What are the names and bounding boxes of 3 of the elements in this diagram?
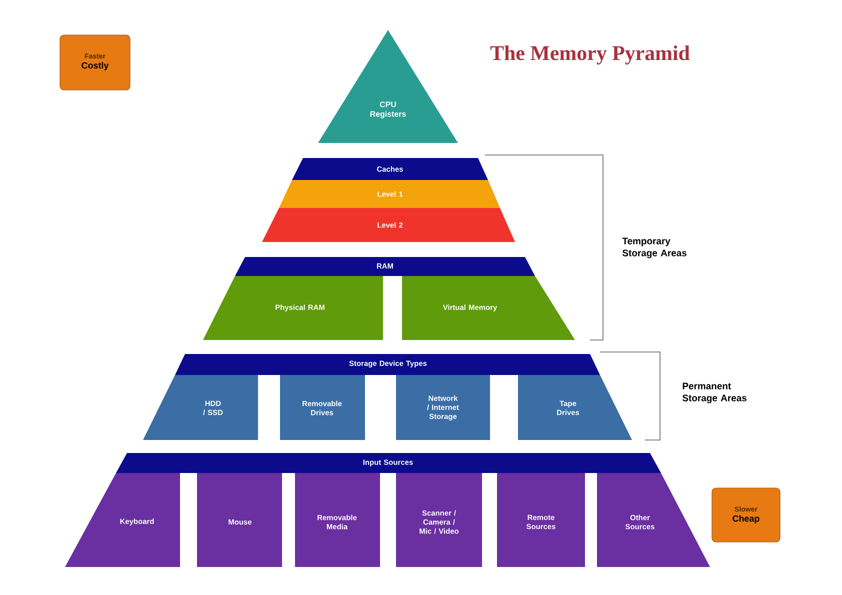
title: The Memory Pyramid bbox=[490, 45, 690, 65]
bracket-label: Temporary Storage Areas bbox=[622, 238, 686, 258]
bracket-label: Permanent Storage Areas bbox=[682, 382, 746, 404]
